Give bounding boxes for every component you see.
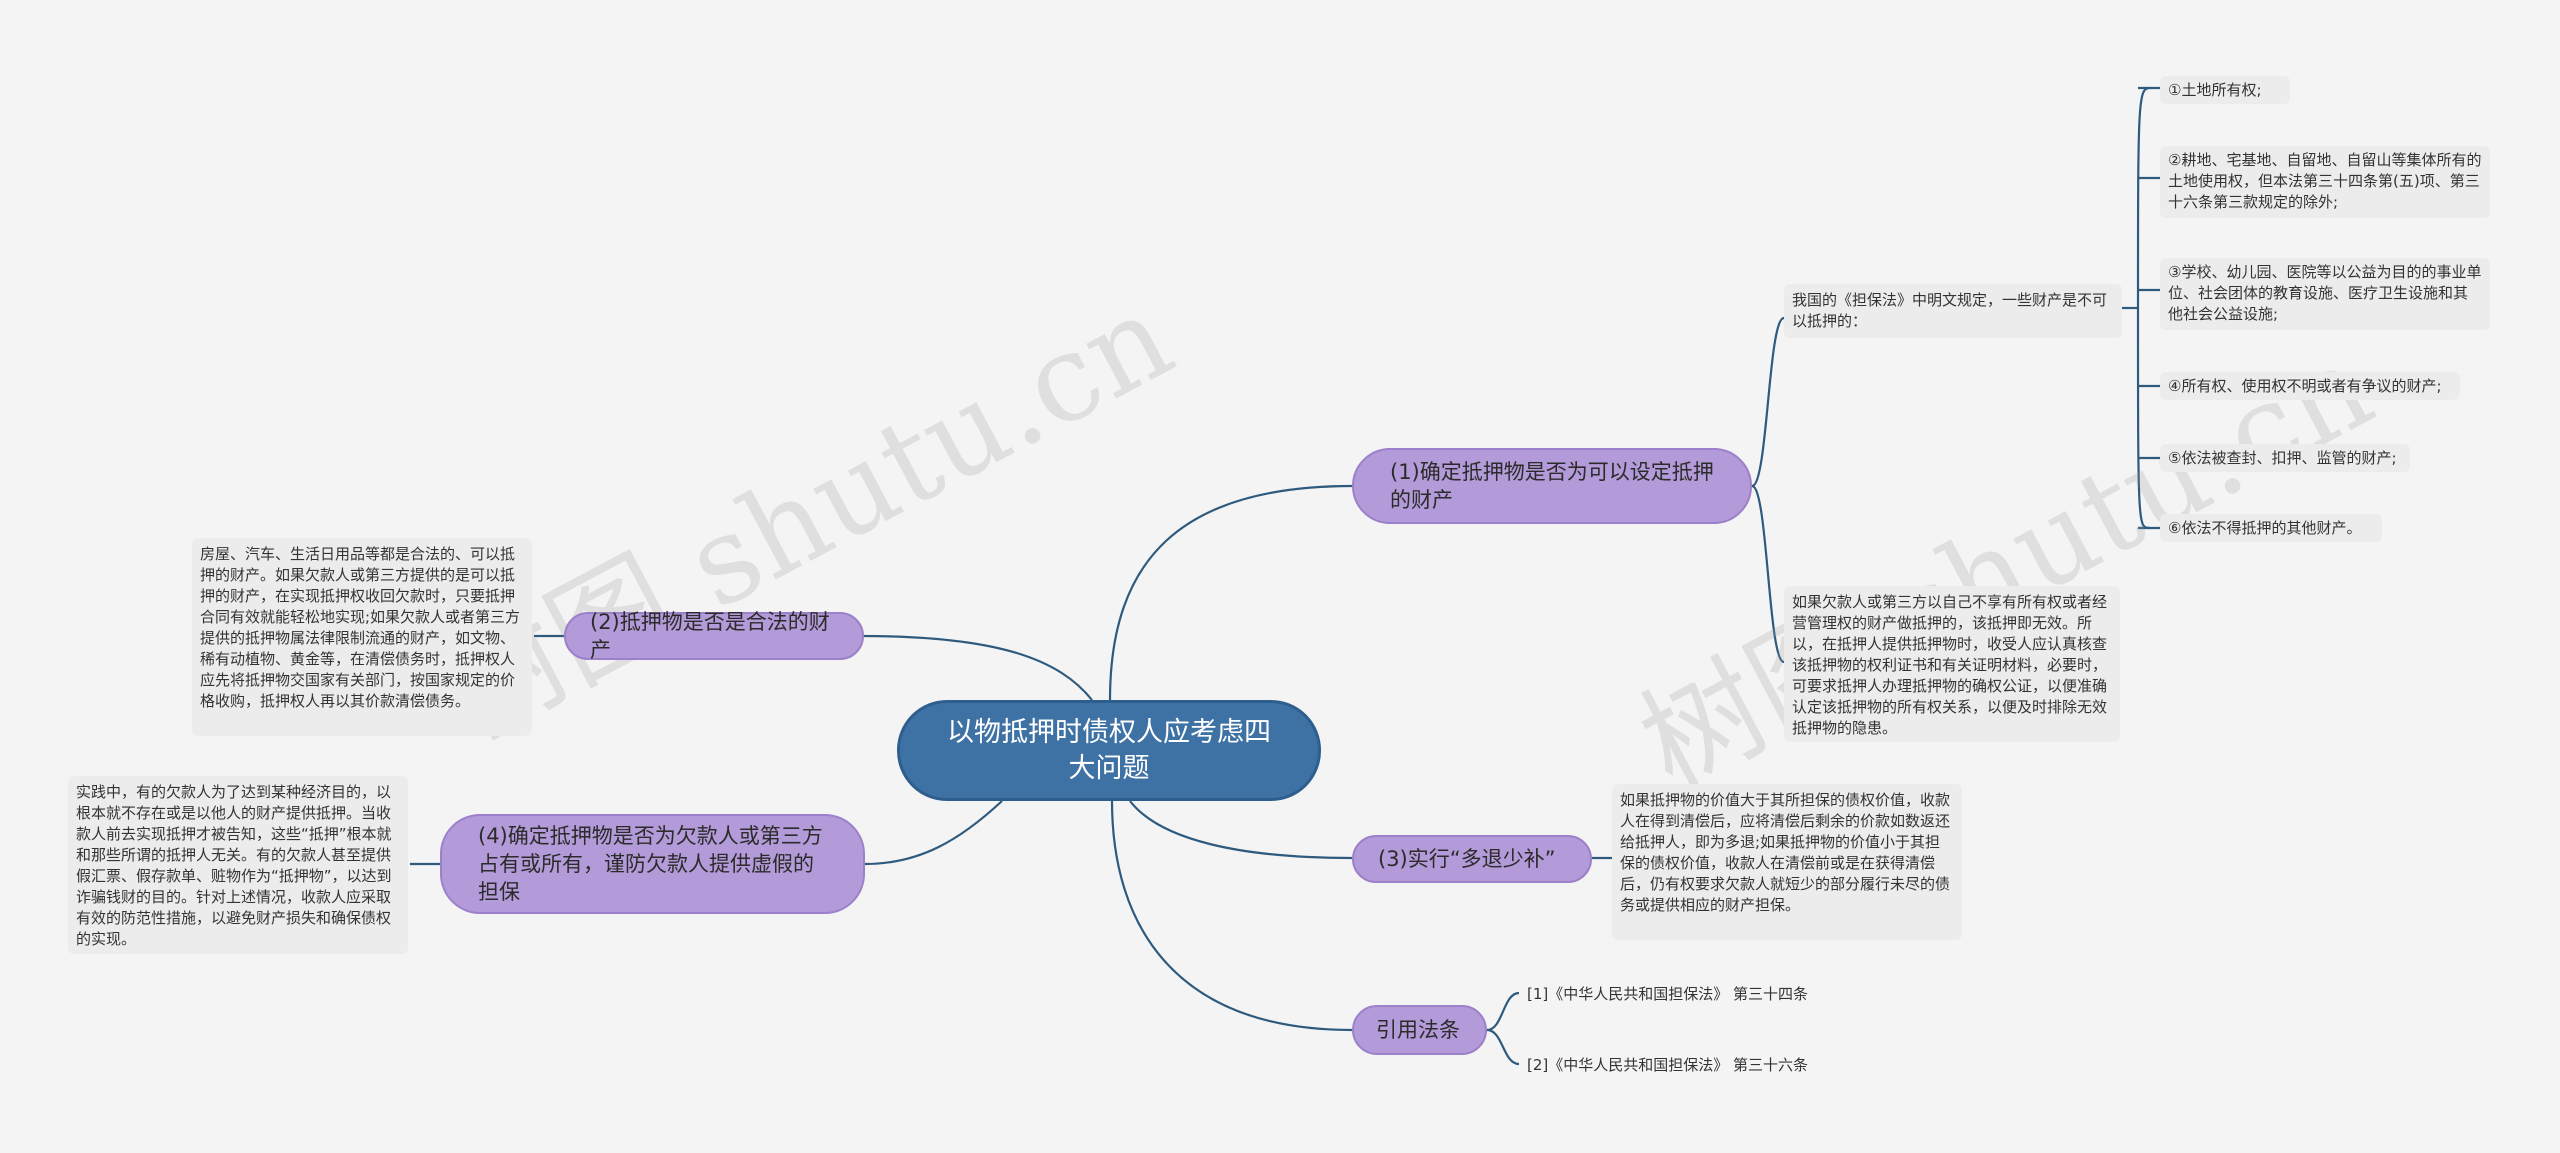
branch-1-item-4[interactable]: ④所有权、使用权不明或者有争议的财产; (2160, 372, 2460, 400)
branch-1-detail-law-intro[interactable]: 我国的《担保法》中明文规定，一些财产是不可以抵押的： (1784, 284, 2122, 338)
branch-5-cited-laws[interactable]: 引用法条 (1352, 1005, 1487, 1055)
ref-1[interactable]: [1]《中华人民共和国担保法》 第三十四条 (1527, 985, 1809, 1003)
branch-3-detail[interactable]: 如果抵押物的价值大于其所担保的债权价值，收款人在得到清偿后，应将清偿后剩余的价款… (1612, 784, 1962, 940)
central-topic[interactable]: 以物抵押时债权人应考虑四大问题 (897, 700, 1321, 801)
link-items-bracket (2136, 86, 2151, 530)
link-root-branch3 (1129, 800, 1353, 860)
branch-1-item-6[interactable]: ⑥依法不得抵押的其他财产。 (2160, 514, 2382, 542)
branch-1-item-5[interactable]: ⑤依法被查封、扣押、监管的财产; (2160, 444, 2410, 472)
link-root-branch1 (1108, 484, 1353, 701)
branch-4-ownership-verification[interactable]: (4)确定抵押物是否为欠款人或第三方占有或所有，谨防欠款人提供虚假的担保 (440, 814, 865, 914)
branch-1-detail-ownership[interactable]: 如果欠款人或第三方以自己不享有所有权或者经营管理权的财产做抵押的，该抵押即无效。… (1784, 586, 2120, 742)
branch-1-item-2[interactable]: ②耕地、宅基地、自留地、自留山等集体所有的土地使用权，但本法第三十四条第(五)项… (2160, 146, 2490, 218)
branch-4-detail[interactable]: 实践中，有的欠款人为了达到某种经济目的，以根本就不存在或是以他人的财产提供抵押。… (68, 776, 408, 954)
link-root-branch5 (1110, 800, 1353, 1032)
branch-1-item-1[interactable]: ①土地所有权; (2160, 76, 2290, 104)
ref-2[interactable]: [2]《中华人民共和国担保法》 第三十六条 (1527, 1056, 1809, 1074)
link-b1-c2 (1751, 484, 1785, 664)
branch-2-detail[interactable]: 房屋、汽车、生活日用品等都是合法的、可以抵押的财产。如果欠款人或第三方提供的是可… (192, 538, 532, 736)
branch-1-item-3[interactable]: ③学校、幼儿园、医院等以公益为目的的事业单位、社会团体的教育设施、医疗卫生设施和… (2160, 258, 2490, 330)
link-b5-ref1 (1486, 991, 1520, 1032)
link-root-branch4 (864, 800, 1003, 866)
branch-3-refund-supplement[interactable]: (3)实行“多退少补” (1352, 835, 1592, 883)
link-b1-c1 (1751, 316, 1785, 488)
branch-2-legality[interactable]: (2)抵押物是否是合法的财产 (564, 610, 864, 662)
link-b5-ref2 (1486, 1028, 1520, 1066)
branch-1-mortgage-eligibility[interactable]: (1)确定抵押物是否为可以设定抵押的财产 (1352, 448, 1752, 524)
link-root-branch2 (861, 634, 1093, 701)
